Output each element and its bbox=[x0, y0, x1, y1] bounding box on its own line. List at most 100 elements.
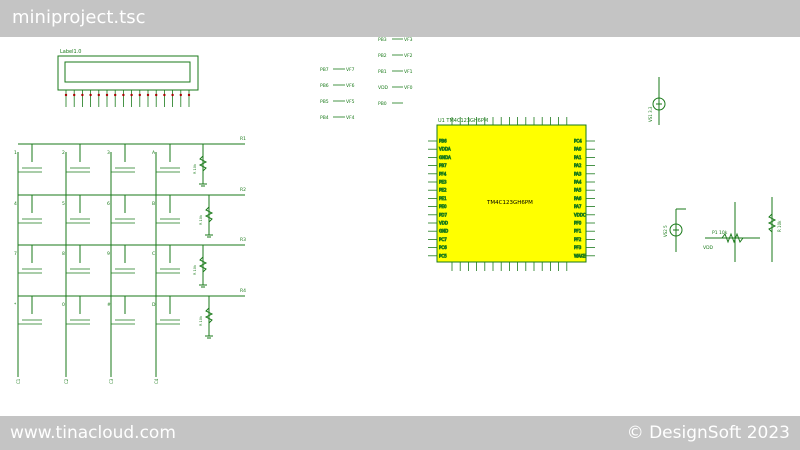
pulldown-resistor bbox=[198, 155, 208, 172]
lcd-pin-dot bbox=[146, 93, 150, 97]
keypad-key[interactable]: 6 bbox=[107, 195, 135, 230]
pulldown-label: R 10k bbox=[193, 163, 197, 174]
mcu-ref: U1 TM4C123GH6PM bbox=[438, 118, 488, 124]
net-label-vf: VF0 bbox=[404, 85, 413, 91]
net-label-vf: VF2 bbox=[404, 53, 413, 59]
mcu-pin-label: PA4 bbox=[574, 180, 582, 185]
keypad-key[interactable]: B bbox=[152, 195, 180, 230]
net-label-right: PB1 bbox=[378, 69, 387, 75]
mcu-pin-label: PA7 bbox=[574, 204, 582, 209]
keypad-row-label: R1 bbox=[240, 136, 246, 142]
mcu-pin-label: PC5 bbox=[439, 253, 447, 258]
mcu-pin-label: PF1 bbox=[574, 229, 582, 234]
mcu-pin-label: PA0 bbox=[574, 147, 582, 152]
lcd-pin-dot bbox=[64, 93, 68, 97]
net-label-vf: VF4 bbox=[346, 115, 355, 121]
title-bar: miniproject.tsc bbox=[0, 0, 800, 37]
pulldown-resistor bbox=[204, 307, 214, 324]
keypad-key[interactable]: 7 bbox=[14, 245, 42, 280]
lcd-pin-dot bbox=[163, 93, 166, 97]
keypad-key[interactable]: 3 bbox=[107, 144, 135, 179]
mcu-pin-label: PE2 bbox=[439, 188, 447, 193]
keypad-key-label: 6 bbox=[107, 201, 110, 207]
potentiometer[interactable]: P1 10k VDD bbox=[703, 202, 760, 262]
lcd-label: Label1.0 bbox=[60, 49, 81, 55]
lcd-pin-dot bbox=[122, 93, 125, 97]
lcd-pin-dot bbox=[179, 93, 182, 97]
mcu-pin-label: VDD bbox=[439, 221, 448, 226]
keypad-key-label: * bbox=[14, 302, 17, 308]
keypad-key[interactable]: C bbox=[152, 245, 180, 280]
mcu-pin-label: PB6 bbox=[439, 139, 447, 144]
keypad-key[interactable]: D bbox=[152, 296, 180, 331]
mcu-pin-label: GND bbox=[439, 229, 448, 234]
mcu-pin-label: PA6 bbox=[574, 196, 582, 201]
keypad-key-label: 4 bbox=[14, 201, 17, 207]
keypad-key-label: 7 bbox=[14, 251, 17, 257]
net-label-vf: VF1 bbox=[404, 69, 413, 75]
keypad-key[interactable]: 1 bbox=[14, 144, 42, 179]
mcu-pin-label: PE1 bbox=[439, 196, 447, 201]
mcu-chip[interactable]: U1 TM4C123GH6PM TM4C123GH6PM PB6VDDAGNDA… bbox=[428, 117, 595, 271]
mcu-pin-label: PA5 bbox=[574, 188, 582, 193]
keypad-key[interactable]: 5 bbox=[62, 195, 90, 230]
keypad-column-label: C2 bbox=[64, 378, 69, 384]
mcu-pin-label: PC4 bbox=[574, 139, 582, 144]
resistor-right[interactable]: R 10k bbox=[767, 197, 782, 262]
keypad-key[interactable]: 2 bbox=[62, 144, 90, 179]
pulldown-label: R 10k bbox=[199, 214, 203, 225]
net-label-left: PB5 bbox=[320, 99, 329, 105]
keypad-column-label: C4 bbox=[154, 378, 159, 384]
net-label-left: PB7 bbox=[320, 67, 329, 73]
keypad-key[interactable]: 9 bbox=[107, 245, 135, 280]
website-text: www.tinacloud.com bbox=[10, 423, 176, 443]
net-label-left: PB4 bbox=[320, 115, 329, 121]
mcu-pin-label: VDDA bbox=[439, 147, 451, 152]
pot-label: P1 10k bbox=[712, 230, 728, 236]
keypad-key[interactable]: * bbox=[14, 296, 42, 331]
keypad-key[interactable]: 4 bbox=[14, 195, 42, 230]
keypad-key-label: 2 bbox=[62, 150, 65, 156]
mcu-pin-label: PE3 bbox=[439, 180, 447, 185]
footer-bar: www.tinacloud.com © DesignSoft 2023 bbox=[0, 416, 800, 450]
keypad-key-label: 5 bbox=[62, 201, 65, 207]
keypad-key[interactable]: 8 bbox=[62, 245, 90, 280]
net-label-right: VDD bbox=[378, 85, 389, 91]
lcd-pin-dot bbox=[187, 93, 191, 97]
keypad-key-label: 1 bbox=[14, 150, 17, 156]
keypad-key[interactable]: 0 bbox=[62, 296, 90, 331]
keypad-column-label: C3 bbox=[109, 378, 114, 384]
pulldown-resistor bbox=[204, 206, 214, 223]
lcd-pin-dot bbox=[114, 93, 117, 97]
mcu-pin-label: PF0 bbox=[574, 221, 582, 226]
keypad-key-label: 3 bbox=[107, 150, 110, 156]
keypad-key-label: 8 bbox=[62, 251, 65, 257]
mcu-pin-label: PD7 bbox=[439, 212, 447, 217]
keypad-row-label: R2 bbox=[240, 187, 246, 193]
copyright-text: © DesignSoft 2023 bbox=[626, 423, 790, 443]
mcu-pin-label: PB7 bbox=[439, 163, 447, 168]
keypad-key-label: B bbox=[152, 201, 155, 207]
mcu-pin-label: PF2 bbox=[574, 237, 582, 242]
mcu-pin-label: PA1 bbox=[574, 155, 582, 160]
lcd-pin-dot bbox=[89, 93, 92, 97]
vs2-source[interactable]: VS2 5 bbox=[663, 208, 686, 252]
lcd-pin-dot bbox=[138, 93, 141, 97]
keypad-key[interactable]: # bbox=[107, 296, 135, 331]
vs1-source[interactable]: VS1 3.3 bbox=[648, 77, 666, 125]
vs1-label: VS1 3.3 bbox=[648, 106, 653, 122]
lcd-pin-dot bbox=[155, 93, 158, 97]
net-label-right: PB0 bbox=[378, 101, 387, 107]
keypad-key[interactable]: A bbox=[152, 144, 180, 179]
keypad-key-label: 0 bbox=[62, 302, 65, 308]
keypad-key-label: D bbox=[152, 302, 156, 308]
r-label: R 10k bbox=[777, 220, 782, 232]
mcu-pin-label: PC7 bbox=[439, 237, 447, 242]
net-label-right: PB3 bbox=[378, 37, 387, 43]
pulldown-resistor bbox=[198, 256, 208, 273]
mcu-pin-label: PF4 bbox=[439, 171, 447, 176]
lcd-display[interactable]: Label1.0 bbox=[57, 49, 199, 107]
lcd-pin-dot bbox=[73, 93, 76, 97]
